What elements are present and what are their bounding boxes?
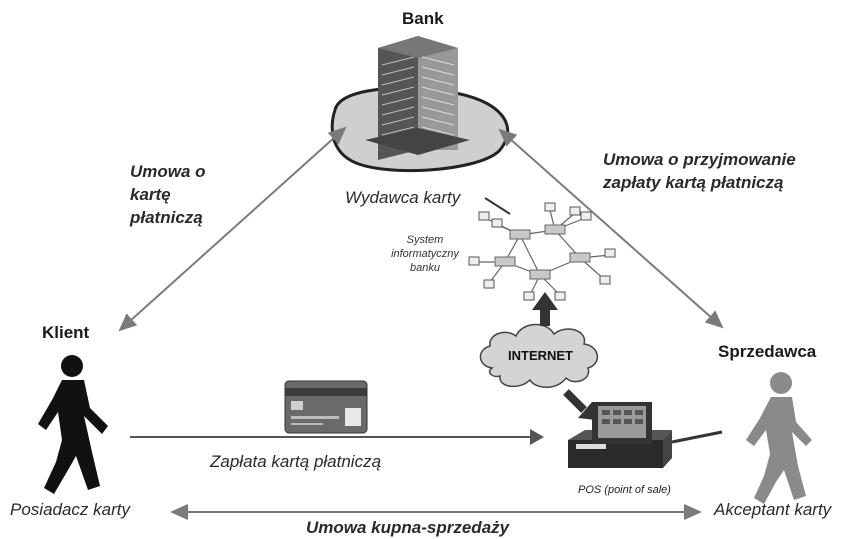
internet-to-pos-arrow	[563, 389, 596, 420]
internet-to-system-arrow	[532, 292, 558, 326]
internet-label: INTERNET	[508, 348, 573, 363]
sale-contract-label: Umowa kupna-sprzedaży	[306, 518, 510, 537]
seller-title: Sprzedawca	[718, 342, 817, 361]
system-label: System informatyczny banku	[391, 234, 459, 274]
role-to-network-line	[484, 197, 511, 215]
seller-figure-icon	[746, 372, 812, 504]
bank-title: Bank	[402, 9, 444, 28]
client-figure-icon	[38, 355, 108, 494]
payment-label: Zapłata kartą płatniczą	[210, 452, 382, 471]
pos-label: POS (point of sale)	[578, 484, 671, 496]
bank-role: Wydawca karty	[345, 188, 461, 207]
payment-card-icon	[284, 380, 368, 434]
seller-bank-arrow	[498, 128, 724, 329]
bank-building-icon	[330, 36, 510, 173]
network-computers	[468, 202, 616, 301]
pos-terminal-icon	[568, 402, 672, 468]
seller-pos-connector	[671, 430, 723, 444]
client-bank-contract-label: Umowa o kartę płatniczą	[130, 162, 206, 227]
client-bank-arrow	[118, 126, 347, 332]
client-title: Klient	[42, 323, 90, 342]
internet-cloud	[479, 323, 598, 388]
client-role: Posiadacz karty	[10, 500, 130, 519]
seller-bank-contract-label: Umowa o przyjmowanie zapłaty kartą płatn…	[603, 150, 796, 192]
seller-role: Akceptant karty	[714, 500, 832, 519]
network-nodes	[494, 224, 591, 280]
